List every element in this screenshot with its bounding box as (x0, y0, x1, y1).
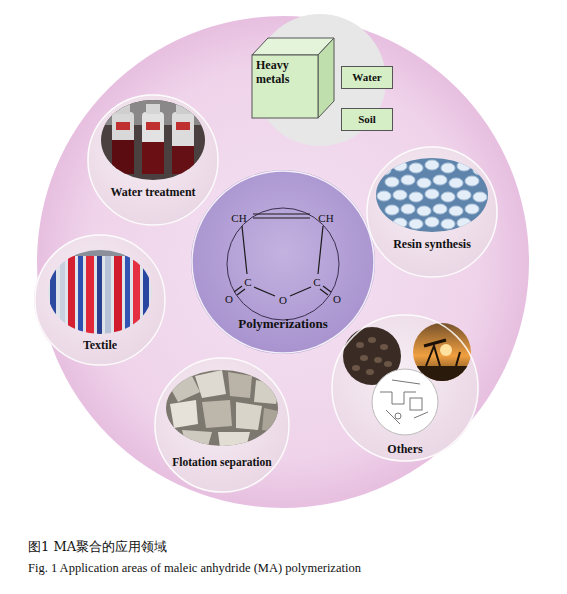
application-circle: Water treatment (87, 94, 219, 226)
maleic-anhydride-bonds (234, 214, 331, 296)
chem-atom: O (279, 294, 287, 306)
circle-outline (154, 357, 290, 493)
caption-chinese: 图1 MA聚合的应用领域 (28, 538, 167, 556)
node-label: Others (331, 443, 479, 457)
chem-atom: O (225, 293, 233, 305)
resin-photo (366, 146, 498, 278)
circle-outline (331, 314, 479, 462)
circle-outline (35, 235, 165, 365)
heavy-metals-cube: Heavy metals (252, 55, 320, 118)
circle-outline (88, 95, 218, 225)
application-circle: Resin synthesis (366, 146, 498, 278)
caption-english: Fig. 1 Application areas of maleic anhyd… (28, 562, 361, 576)
outer-circle (37, 16, 529, 508)
application-circle: Flotation separation (154, 357, 290, 493)
soil-box: Soil (341, 108, 393, 131)
node-label: Textile (34, 339, 166, 353)
others-photos (331, 314, 479, 462)
chem-atom: C (244, 276, 251, 288)
node-label: Soil (346, 113, 388, 126)
chem-atom: CH (318, 212, 333, 224)
node-label: Water (346, 71, 388, 84)
node-label: Resin synthesis (366, 238, 498, 252)
center-circle: Polymerizations (191, 170, 375, 354)
circle-outline (155, 358, 289, 492)
circle-outline (367, 147, 497, 277)
center-ground (191, 170, 375, 354)
circle-outline (366, 146, 498, 278)
water-box: Water (341, 66, 393, 89)
application-circle: Textile (34, 234, 166, 366)
node-label: Heavy metals (256, 59, 316, 87)
water-treatment-photo (87, 94, 219, 226)
node-label: Flotation separation (154, 456, 290, 469)
flotation-photo (154, 357, 290, 493)
chem-atom: C (313, 276, 320, 288)
textile-photo (34, 234, 166, 366)
node-label: Polymerizations (191, 317, 375, 332)
circle-outline (192, 171, 374, 353)
chem-atom: O (333, 293, 341, 305)
node-label: Water treatment (87, 186, 219, 200)
circle-outline (332, 315, 478, 461)
application-circle: Others (331, 314, 479, 462)
circle-outline (87, 94, 219, 226)
chem-atom: CH (231, 212, 246, 224)
